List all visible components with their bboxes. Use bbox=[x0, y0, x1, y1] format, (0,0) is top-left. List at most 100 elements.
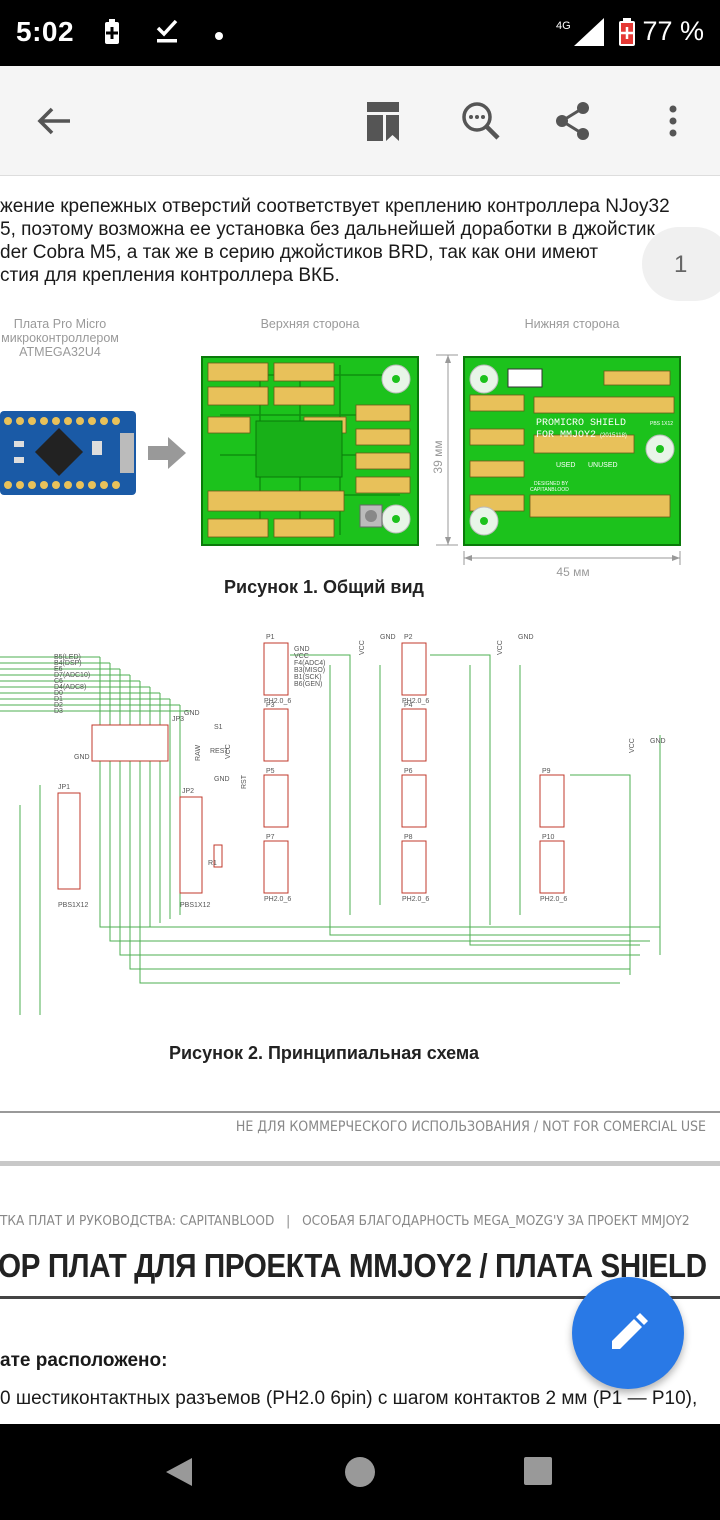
vcc-label: VCC bbox=[359, 640, 366, 655]
left-pin-label: C6 bbox=[54, 678, 63, 685]
share-button[interactable] bbox=[548, 96, 598, 146]
network-type: 4G bbox=[556, 20, 571, 32]
bookmark-button[interactable] bbox=[358, 96, 408, 146]
pcb-board-date: (2015118) bbox=[600, 433, 627, 439]
connector-pin-label: B1(SCK) bbox=[294, 674, 322, 681]
resistor-r1-label: R1 bbox=[208, 860, 217, 867]
pcb-designer: CAPITANBLOOD bbox=[530, 487, 569, 493]
paragraph-line: жение крепежных отверстий соответствует … bbox=[0, 196, 670, 217]
gnd-label: GND bbox=[74, 754, 90, 761]
jp2-label: JP2 bbox=[182, 788, 194, 795]
list-line: 0 шестиконтактных разъемов (PH2.0 6pin) … bbox=[0, 1388, 698, 1409]
gnd-label: GND bbox=[214, 776, 230, 783]
pcb-legend-unused: UNUSED bbox=[588, 462, 618, 469]
battery-icon bbox=[616, 17, 638, 52]
pcb-bottom-side-image: PROMICRO SHIELD FOR MMJOY2 (2015118) USE… bbox=[431, 354, 681, 565]
notification-dot-icon bbox=[214, 28, 224, 46]
caption-line: микроконтроллером bbox=[1, 331, 119, 345]
dimension-width: 45 мм bbox=[556, 565, 590, 579]
connector-pin-label: B6(GEN) bbox=[294, 681, 322, 688]
connector-type-label: PH2.0_6 bbox=[264, 896, 291, 903]
connector-pin-label: VCC bbox=[294, 653, 309, 660]
pcb-top-side-image bbox=[201, 356, 419, 546]
page-break bbox=[0, 1161, 720, 1166]
left-pin-label: D7(ADC10) bbox=[54, 672, 90, 679]
section-title: ОР ПЛАТ ДЛЯ ПРОЕКТА MMJOY2 / ПЛАТА SHIEL… bbox=[0, 1247, 707, 1284]
left-pin-label: D4(ADC8) bbox=[54, 684, 86, 691]
connector-p9-label: P9 bbox=[542, 768, 551, 775]
connector-p1-label: P1 bbox=[266, 634, 275, 641]
jp1-label: JP1 bbox=[58, 784, 70, 791]
app-toolbar bbox=[0, 66, 720, 176]
share-icon bbox=[556, 102, 589, 140]
page-number: 1 bbox=[674, 251, 688, 278]
search-button[interactable] bbox=[456, 96, 506, 146]
arrow-left-icon bbox=[37, 107, 70, 135]
edit-fab-button[interactable] bbox=[572, 1277, 684, 1389]
pbs-label: PBS1X12 bbox=[58, 902, 88, 909]
connector-type-label: PH2.0_6 bbox=[402, 698, 429, 705]
connector-type-label: PH2.0_6 bbox=[540, 896, 567, 903]
system-nav-bar bbox=[0, 1424, 720, 1520]
connector-p3-label: P3 bbox=[266, 702, 275, 709]
nav-recents-icon[interactable] bbox=[522, 1455, 554, 1487]
left-pin-label: B5(LED) bbox=[54, 654, 81, 661]
left-pin-label: E6 bbox=[54, 666, 63, 673]
status-time: 5:02 bbox=[16, 16, 75, 47]
paragraph-line: стия для крепления контроллера ВКБ. bbox=[0, 265, 340, 286]
figure-2-title: Рисунок 2. Принципиальная схема bbox=[168, 1043, 480, 1063]
zoom-search-icon bbox=[462, 102, 500, 140]
vcc-label: VCC bbox=[629, 738, 636, 753]
arrow-right-icon bbox=[148, 437, 186, 469]
pcb-pbs-label: PBS 1X12 bbox=[650, 421, 673, 427]
connector-pin-label: F4(ADC4) bbox=[294, 660, 326, 667]
nav-home-icon[interactable] bbox=[343, 1455, 377, 1489]
jp3-label: JP3 bbox=[172, 716, 184, 723]
connector-p5-label: P5 bbox=[266, 768, 275, 775]
gnd-label: GND bbox=[650, 738, 666, 745]
schematic-diagram: B5(LED) B4(DSP) E6 D7(ADC10) C6 D4(ADC8)… bbox=[0, 634, 666, 1015]
nav-back-icon[interactable] bbox=[162, 1455, 196, 1489]
credits-thanks: ОСОБАЯ БЛАГОДАРНОСТЬ MEGA_MOZG'У ЗА ПРОЕ… bbox=[302, 1213, 690, 1229]
connector-pin-label: B3(MISO) bbox=[294, 667, 325, 674]
credits-line: ТКА ПЛАТ И РУКОВОДСТВА: CAPITANBLOOD | О… bbox=[0, 1213, 690, 1229]
bottom-side-caption: Нижняя сторона bbox=[524, 317, 620, 331]
left-pin-label: D3 bbox=[54, 708, 63, 715]
connector-type-label: PH2.0_6 bbox=[264, 698, 291, 705]
document-viewer[interactable]: жение крепежных отверстий соответствует … bbox=[0, 177, 720, 1424]
dimension-height: 39 мм bbox=[431, 440, 445, 473]
battery-percent: 77 % bbox=[642, 16, 704, 46]
pcb-legend-used: USED bbox=[556, 462, 575, 469]
caption-line: ATMEGA32U4 bbox=[19, 345, 101, 359]
left-pin-label: B4(DSP) bbox=[54, 660, 82, 667]
vcc-label: VCC bbox=[497, 640, 504, 655]
raw-label: RAW bbox=[195, 745, 202, 761]
more-options-button[interactable] bbox=[648, 96, 698, 146]
edit-pencil-icon bbox=[612, 1313, 648, 1349]
top-side-caption: Верхняя сторона bbox=[260, 317, 360, 331]
connector-p6-label: P6 bbox=[404, 768, 413, 775]
caption-line: Плата Pro Micro bbox=[13, 317, 107, 331]
switch-s1-label: S1 bbox=[214, 724, 223, 731]
pcb-board-label: FOR MMJOY2 bbox=[536, 430, 596, 441]
pro-micro-board-image bbox=[0, 411, 136, 495]
connector-type-label: PH2.0_6 bbox=[402, 896, 429, 903]
paragraph-line: 5, поэтому возможна ее установка без дал… bbox=[0, 219, 655, 240]
pcb-designed-by: DESIGNED BY bbox=[534, 481, 569, 487]
divider bbox=[0, 1111, 720, 1113]
pbs-label: PBS1X12 bbox=[180, 902, 210, 909]
bookmark-page-icon bbox=[367, 102, 399, 141]
credits-separator: | bbox=[286, 1213, 291, 1229]
non-commercial-note: НЕ ДЛЯ КОММЕРЧЕСКОГО ИСПОЛЬЗОВАНИЯ / NOT… bbox=[235, 1119, 706, 1135]
gnd-label: GND bbox=[380, 634, 396, 641]
page-number-indicator[interactable]: 1 bbox=[642, 227, 720, 301]
left-pin-label: D2 bbox=[54, 702, 63, 709]
task-done-icon bbox=[155, 18, 179, 49]
pro-micro-caption: Плата Pro Micro микроконтроллером ATMEGA… bbox=[0, 317, 120, 359]
pcb-board-label: PROMICRO SHIELD bbox=[536, 418, 626, 429]
back-button[interactable] bbox=[30, 96, 80, 146]
vcc-label: VCC bbox=[225, 744, 232, 759]
left-pin-label: D1 bbox=[54, 696, 63, 703]
connector-pin-label: GND bbox=[294, 646, 310, 653]
rest-label: REST bbox=[210, 748, 229, 755]
